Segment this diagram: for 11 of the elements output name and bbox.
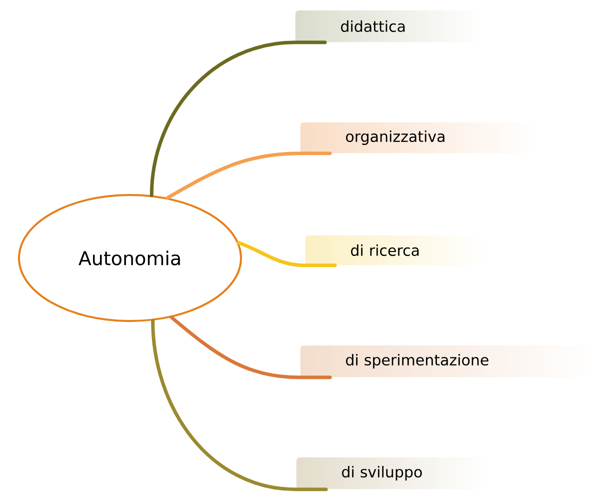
branch-label: didattica bbox=[341, 20, 405, 32]
branch-line bbox=[151, 318, 328, 492]
branch-line bbox=[166, 152, 332, 200]
branch-line bbox=[170, 316, 332, 380]
branch-line bbox=[237, 240, 337, 268]
branch-line bbox=[150, 40, 327, 197]
branch-label: organizzativa bbox=[346, 130, 444, 145]
branch-label: di sviluppo bbox=[342, 466, 422, 480]
ellipse-node: Autonomia bbox=[18, 194, 242, 322]
branch-label: di sperimentazione bbox=[346, 354, 488, 368]
branch-label: di ricerca bbox=[351, 244, 419, 256]
